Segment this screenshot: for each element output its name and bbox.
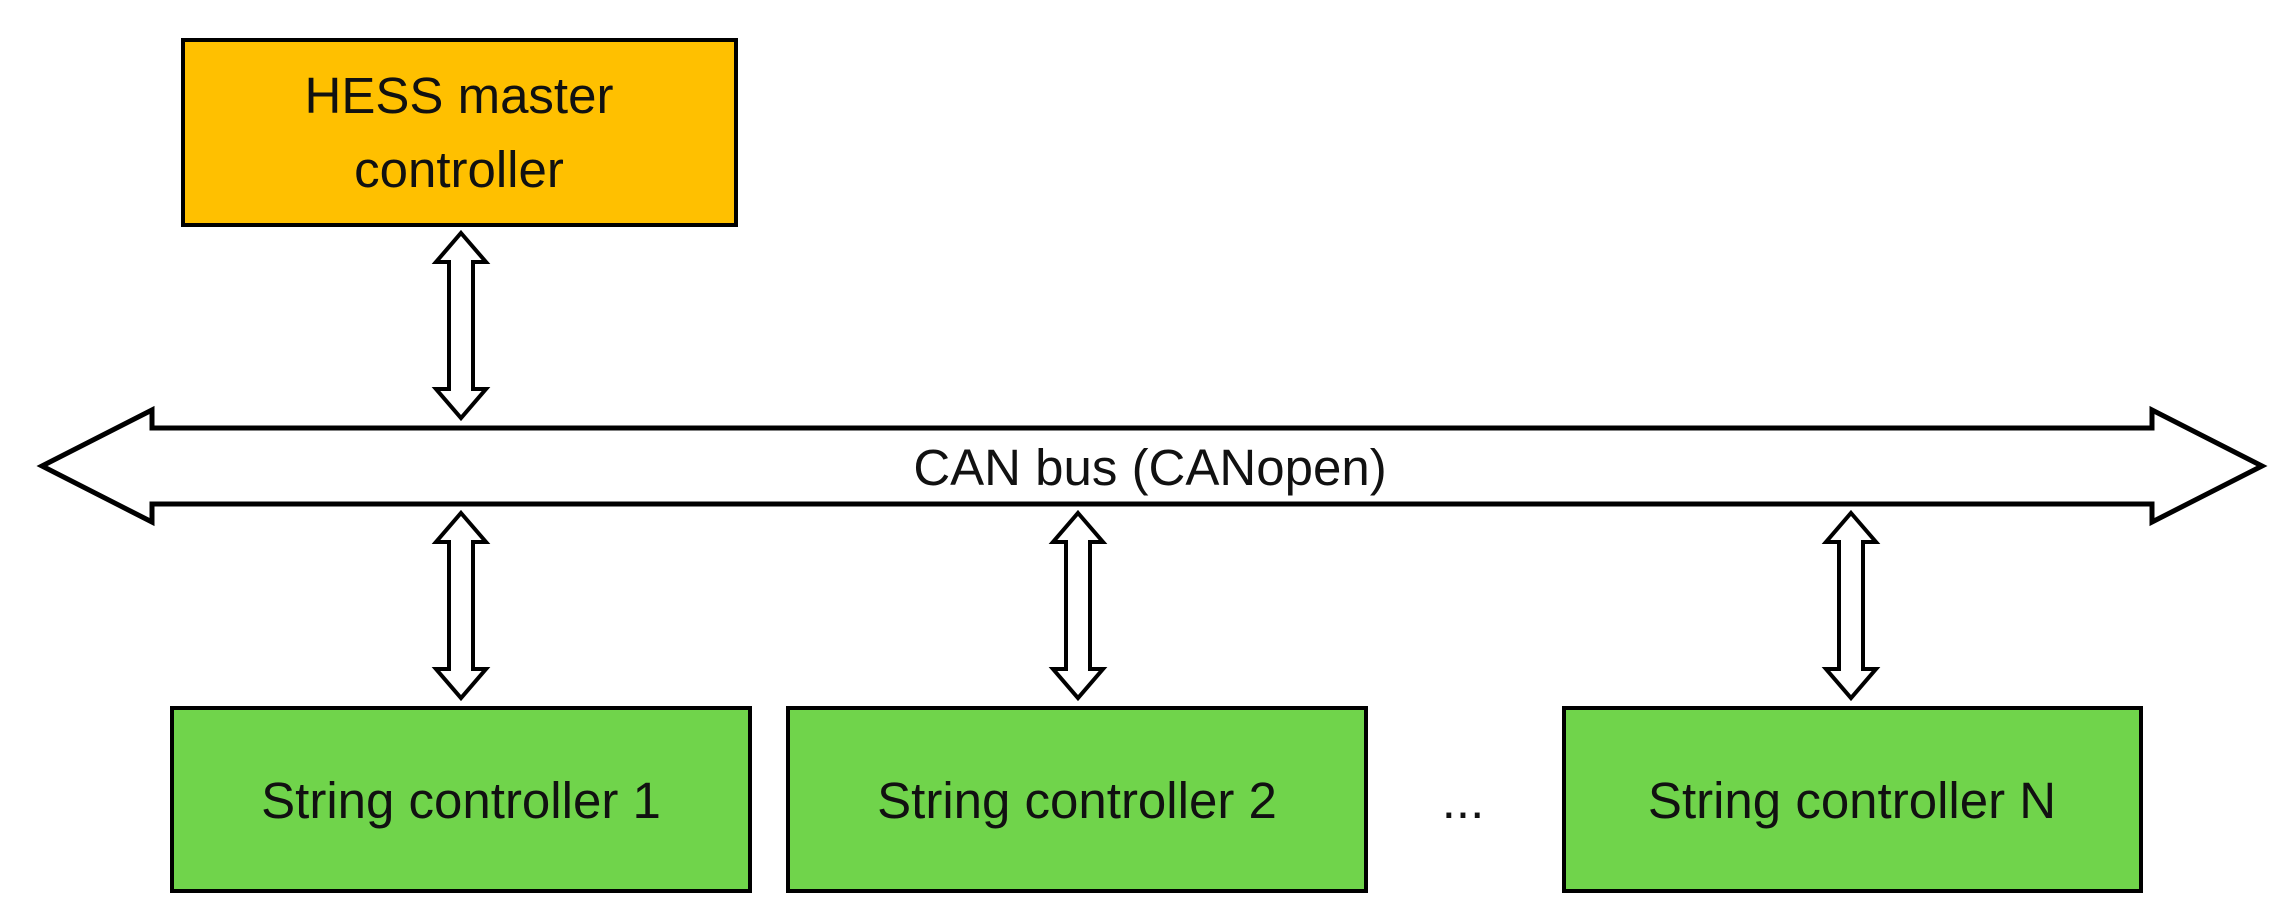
master-controller-rect xyxy=(181,38,738,227)
master-bus-connector-arrow xyxy=(431,229,491,422)
string-2-bus-connector-arrow xyxy=(1048,509,1108,702)
string-controller-2-box: String controller 2 xyxy=(786,706,1368,893)
string-controller-1-label: String controller 1 xyxy=(261,772,661,829)
master-controller-label-line2: controller xyxy=(354,141,564,198)
string-1-bus-connector-arrow xyxy=(431,509,491,702)
string-controller-1-box: String controller 1 xyxy=(170,706,752,893)
master-controller-box: HESS master controller xyxy=(181,38,738,227)
ellipsis-label: ... xyxy=(1442,772,1485,829)
can-bus-label: CAN bus (CANopen) xyxy=(913,439,1386,496)
can-bus-arrow xyxy=(36,405,2268,527)
string-controller-2-label: String controller 2 xyxy=(877,772,1277,829)
string-controller-1-rect xyxy=(170,706,752,893)
string-controller-n-box: String controller N xyxy=(1562,706,2143,893)
master-controller-label-line1: HESS master xyxy=(305,67,614,124)
string-controller-n-rect xyxy=(1562,706,2143,893)
string-n-bus-connector-arrow xyxy=(1821,509,1881,702)
string-controller-n-label: String controller N xyxy=(1648,772,2056,829)
string-controller-2-rect xyxy=(786,706,1368,893)
